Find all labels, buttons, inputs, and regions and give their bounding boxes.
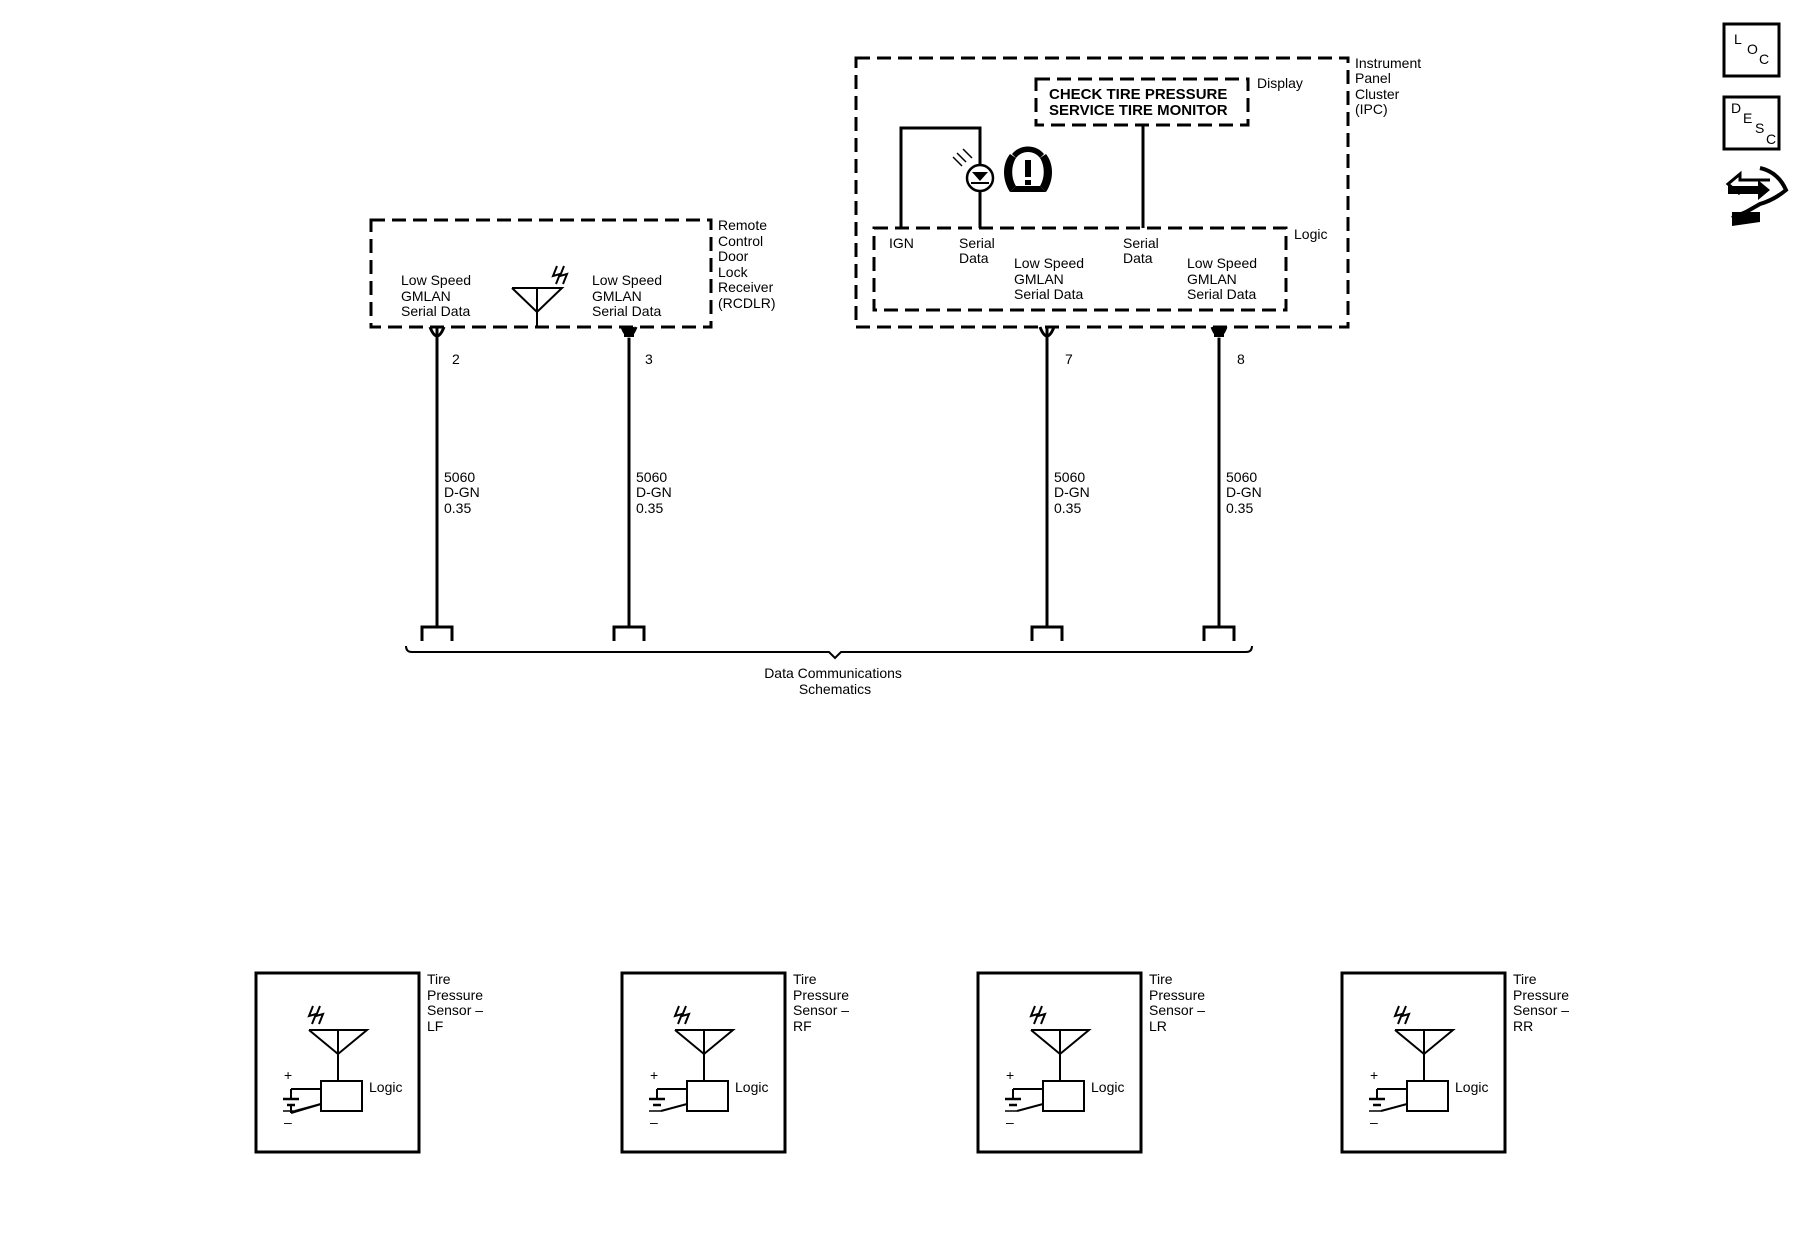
- rcdlr-boundary: [369, 218, 713, 329]
- plus-symbol: +: [1006, 1067, 1014, 1083]
- minus-symbol: –: [1006, 1114, 1014, 1130]
- bus-terminal: [1030, 625, 1064, 641]
- ipc-name: Instrument Panel Cluster (IPC): [1355, 55, 1425, 117]
- ipc-display-label: Display: [1257, 75, 1303, 91]
- battery-icon: [649, 1088, 688, 1112]
- sensor-logic-label: Logic: [1455, 1079, 1488, 1095]
- sensor-boundary: [1340, 971, 1507, 1154]
- minus-symbol: –: [650, 1114, 658, 1130]
- svg-text:E: E: [1743, 110, 1752, 126]
- bus-terminal: [1202, 625, 1236, 641]
- minus-symbol: –: [284, 1114, 292, 1130]
- bus-terminal: [420, 625, 454, 641]
- plus-symbol: +: [284, 1067, 292, 1083]
- wire-label: 5060 D-GN 0.35: [444, 469, 484, 516]
- sensor-name: Tire Pressure Sensor – LR: [1149, 971, 1209, 1034]
- battery-icon: [1369, 1088, 1408, 1112]
- svg-text:C: C: [1759, 51, 1769, 67]
- sensor-name: Tire Pressure Sensor – LF: [427, 971, 487, 1034]
- tire-pressure-warning-icon: [1004, 146, 1052, 192]
- led-indicator-icon: [952, 148, 995, 193]
- sensor-boundary: [976, 971, 1143, 1154]
- ipc-logic-box: [872, 226, 1288, 312]
- sensor-logic-block: [686, 1080, 729, 1112]
- rcdlr-module: Remote Control Door Lock Receiver (RCDLR…: [369, 217, 777, 329]
- wire-label: 5060 D-GN 0.35: [636, 469, 676, 516]
- loc-icon[interactable]: L O C: [1722, 22, 1781, 78]
- ipc-display-message: CHECK TIRE PRESSURE SERVICE TIRE MONITOR: [1049, 86, 1232, 119]
- antenna-icon: [307, 1005, 370, 1081]
- gmlan-wires: 5060 D-GN 0.35 5060 D-GN 0.35 5060 D-GN …: [405, 338, 1266, 697]
- ipc-boundary: [854, 56, 1350, 329]
- sensor-logic-label: Logic: [735, 1079, 768, 1095]
- ipc-logic-label: Logic: [1294, 226, 1327, 242]
- pin-number: 3: [645, 351, 653, 367]
- antenna-icon: [511, 265, 569, 327]
- tire-pressure-sensor-rf: Tire Pressure Sensor – RF Logic + –: [620, 971, 853, 1154]
- bus-terminal: [612, 625, 646, 641]
- pin-number: 2: [452, 351, 460, 367]
- ipc-module: Instrument Panel Cluster (IPC) Display C…: [854, 55, 1425, 329]
- svg-text:O: O: [1747, 41, 1758, 57]
- connector-icon[interactable]: [1725, 166, 1789, 226]
- connector-pins: 2 3 7 8: [428, 326, 1245, 367]
- battery-icon: [283, 1088, 322, 1114]
- antenna-icon: [673, 1005, 736, 1081]
- rcdlr-name: Remote Control Door Lock Receiver (RCDLR…: [718, 217, 777, 311]
- antenna-icon: [1029, 1005, 1092, 1081]
- sensor-logic-label: Logic: [369, 1079, 402, 1095]
- ipc-ign-label: IGN: [889, 235, 914, 251]
- sensor-boundary: [620, 971, 787, 1154]
- sensor-boundary: [254, 971, 421, 1154]
- pin-number: 7: [1065, 351, 1073, 367]
- ipc-serial-data-left-label: Serial Data: [959, 235, 999, 266]
- wire-label: 5060 D-GN 0.35: [1226, 469, 1266, 516]
- bus-brace: [405, 645, 1253, 660]
- wire-label: 5060 D-GN 0.35: [1054, 469, 1094, 516]
- tire-pressure-sensor-lf: Tire Pressure Sensor – LF Logic + –: [254, 971, 487, 1154]
- svg-text:L: L: [1734, 31, 1742, 47]
- sensor-logic-block: [320, 1080, 363, 1112]
- ipc-gmlan-left-label: Low Speed GMLAN Serial Data: [1014, 255, 1088, 302]
- ipc-serial-data-right-label: Serial Data: [1123, 235, 1163, 266]
- rcdlr-left-circuit-label: Low Speed GMLAN Serial Data: [401, 272, 475, 319]
- plus-symbol: +: [650, 1067, 658, 1083]
- plus-symbol: +: [1370, 1067, 1378, 1083]
- desc-icon[interactable]: D E S C: [1722, 95, 1781, 151]
- svg-text:S: S: [1755, 120, 1764, 136]
- sensor-logic-label: Logic: [1091, 1079, 1124, 1095]
- battery-icon: [1005, 1088, 1044, 1112]
- antenna-icon: [1393, 1005, 1456, 1081]
- ipc-gmlan-right-label: Low Speed GMLAN Serial Data: [1187, 255, 1261, 302]
- tire-pressure-sensor-lr: Tire Pressure Sensor – LR Logic + –: [976, 971, 1209, 1154]
- sensor-logic-block: [1406, 1080, 1449, 1112]
- tire-pressure-sensor-rr: Tire Pressure Sensor – RR Logic + –: [1340, 971, 1573, 1154]
- svg-text:C: C: [1766, 131, 1776, 147]
- sensor-name: Tire Pressure Sensor – RF: [793, 971, 853, 1034]
- sensor-logic-block: [1042, 1080, 1085, 1112]
- rcdlr-right-circuit-label: Low Speed GMLAN Serial Data: [592, 272, 666, 319]
- pin-number: 8: [1237, 351, 1245, 367]
- sensor-name: Tire Pressure Sensor – RR: [1513, 971, 1573, 1034]
- bus-reference-label: Data Communications Schematics: [764, 665, 906, 697]
- minus-symbol: –: [1370, 1114, 1378, 1130]
- svg-text:D: D: [1731, 100, 1741, 116]
